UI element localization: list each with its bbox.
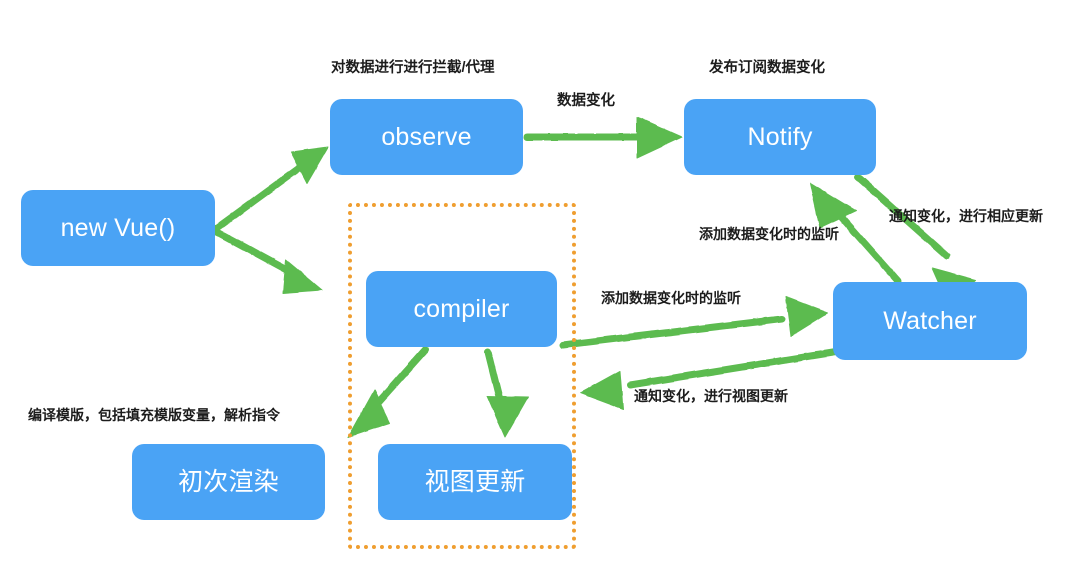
label-notify-caption: 发布订阅数据变化	[709, 60, 825, 76]
node-first-render[interactable]: 初次渲染	[132, 444, 325, 520]
label-observe-caption: 对数据进行进行拦截/代理	[331, 60, 495, 76]
node-label: compiler	[413, 294, 510, 323]
node-label: observe	[381, 122, 472, 151]
arrow-observe-to-notify	[523, 116, 683, 159]
label-compile-template: 编译模版，包括填充模版变量，解析指令	[28, 407, 280, 423]
label-notify-change-view: 通知变化，进行视图更新	[634, 388, 788, 404]
node-label: 视图更新	[424, 467, 526, 496]
label-notify-change-update: 通知变化，进行相应更新	[889, 208, 1043, 224]
node-observe[interactable]: observe	[330, 99, 523, 175]
node-compiler[interactable]: compiler	[366, 271, 557, 347]
arrow-newvue-to-compiler	[213, 228, 323, 294]
node-label: Watcher	[883, 306, 977, 335]
node-notify[interactable]: Notify	[684, 99, 876, 175]
arrow-newvue-to-observe	[213, 146, 329, 232]
node-new-vue[interactable]: new Vue()	[21, 190, 215, 266]
node-label: Notify	[747, 122, 813, 151]
label-watch-listen-lower: 添加数据变化时的监听	[601, 290, 741, 306]
node-label: 初次渲染	[178, 467, 279, 496]
node-view-update[interactable]: 视图更新	[378, 444, 572, 520]
label-data-change: 数据变化	[557, 93, 615, 109]
node-label: new Vue()	[60, 213, 176, 242]
node-watcher[interactable]: Watcher	[833, 282, 1027, 360]
label-watch-listen-upper: 添加数据变化时的监听	[699, 226, 839, 242]
compiler-group-box	[348, 203, 576, 549]
